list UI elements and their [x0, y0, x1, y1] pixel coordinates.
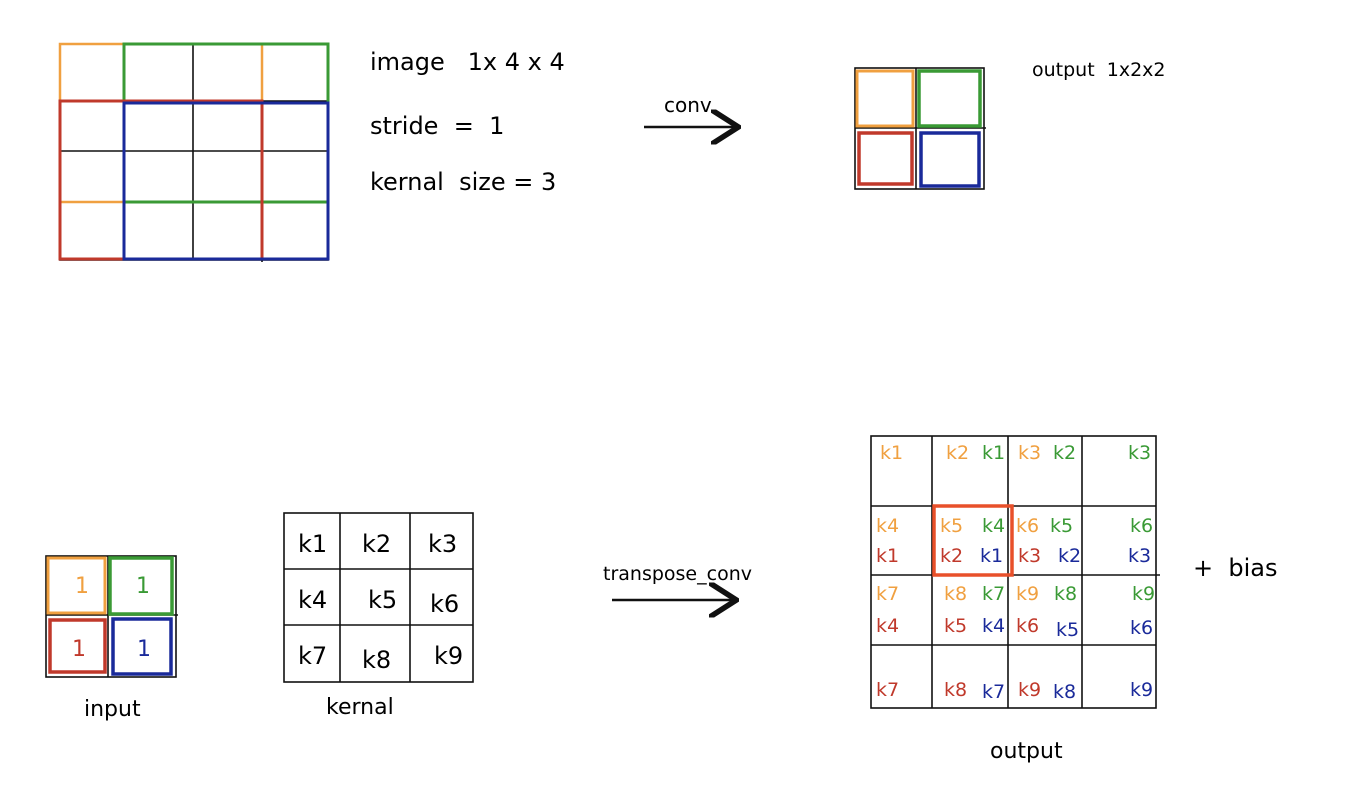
- bias-label: + bias: [1193, 554, 1277, 582]
- output-term: k7: [876, 583, 899, 605]
- conv-output-label: output 1x2x2: [1032, 59, 1166, 81]
- input-value: 1: [75, 574, 89, 599]
- output-term: k9: [1130, 679, 1153, 701]
- output-term: k6: [1016, 515, 1039, 537]
- output-term: k5: [940, 515, 963, 537]
- output-orange-cell: [855, 69, 915, 128]
- output-red-cell: [857, 131, 914, 186]
- output-term: k2: [1058, 545, 1081, 567]
- input-orange-cell: [46, 556, 107, 615]
- output-term: k4: [876, 515, 899, 537]
- output-term: k3: [1018, 442, 1041, 464]
- output-term: k1: [876, 545, 899, 567]
- stride-label: stride = 1: [370, 112, 504, 140]
- output-term: k1: [980, 545, 1003, 567]
- output-green-cell: [917, 69, 982, 128]
- input-2x2-grid: 1 1 1 1: [45, 555, 178, 678]
- kernel-cell: k2: [362, 530, 391, 558]
- output-term: k4: [876, 615, 899, 637]
- output-term: k2: [940, 545, 963, 567]
- input-blue-cell: [111, 617, 173, 676]
- output-term: k5: [1050, 515, 1073, 537]
- output-term: k3: [1018, 545, 1041, 567]
- transpose-output-values: k1 k2 k1 k3 k2 k3 k4 k1 k5 k4 k2 k1 k6 k…: [876, 442, 1155, 703]
- transpose-output-label: output: [990, 739, 1063, 764]
- output-term: k8: [944, 583, 967, 605]
- kernel-cell: k5: [368, 586, 397, 614]
- output-term: k7: [982, 583, 1005, 605]
- input-value: 1: [136, 574, 150, 599]
- conv-output-2x2-grid: [854, 67, 986, 190]
- input-value: 1: [137, 637, 151, 662]
- kernel-cell: k8: [362, 646, 391, 674]
- red-window: [58, 99, 264, 261]
- output-term: k2: [1053, 442, 1076, 464]
- output-term: k5: [944, 615, 967, 637]
- output-term: k8: [944, 679, 967, 701]
- output-term: k6: [1130, 617, 1153, 639]
- output-term: k3: [1128, 442, 1151, 464]
- input-green-cell: [108, 556, 174, 616]
- output-term: k1: [982, 442, 1005, 464]
- blue-window: [122, 101, 330, 261]
- kernel-cell: k7: [298, 642, 327, 670]
- output-term: k8: [1053, 681, 1076, 703]
- highlight-cell: [932, 504, 1014, 577]
- kernel-label: kernal: [326, 695, 394, 720]
- kernel-cell: k1: [298, 530, 327, 558]
- green-window: [122, 42, 330, 204]
- conv-arrow-label: conv: [664, 93, 712, 117]
- output-term: k4: [982, 515, 1005, 537]
- output-term: k7: [876, 679, 899, 701]
- output-term: k9: [1018, 679, 1041, 701]
- kernel-cell: k4: [298, 586, 327, 614]
- transpose-output-4x4-grid: [870, 435, 1160, 709]
- image-4x4-grid: [58, 42, 330, 262]
- output-term: k3: [1128, 545, 1151, 567]
- output-term: k1: [880, 442, 903, 464]
- output-term: k7: [982, 681, 1005, 703]
- orange-window: [58, 42, 264, 204]
- output-term: k4: [982, 615, 1005, 637]
- kernel-size-label: kernal size = 3: [370, 168, 556, 196]
- output-term: k9: [1016, 583, 1039, 605]
- transpose-conv-arrow-label: transpose_conv: [603, 563, 752, 585]
- output-term: k6: [1130, 515, 1153, 537]
- output-term: k6: [1016, 615, 1039, 637]
- kernel-cell: k6: [430, 590, 459, 618]
- kernel-cell: k3: [428, 530, 457, 558]
- output-term: k8: [1054, 583, 1077, 605]
- input-label: input: [84, 697, 141, 722]
- input-value: 1: [72, 637, 86, 662]
- output-term: k2: [946, 442, 969, 464]
- output-term: k9: [1132, 583, 1155, 605]
- output-term: k5: [1056, 619, 1079, 641]
- image-label: image 1x 4 x 4: [370, 48, 565, 76]
- kernel-cell: k9: [434, 642, 463, 670]
- output-blue-cell: [919, 131, 981, 188]
- kernel-3x3-grid: k1 k2 k3 k4 k5 k6 k7 k8 k9: [283, 512, 474, 683]
- input-red-cell: [48, 618, 107, 674]
